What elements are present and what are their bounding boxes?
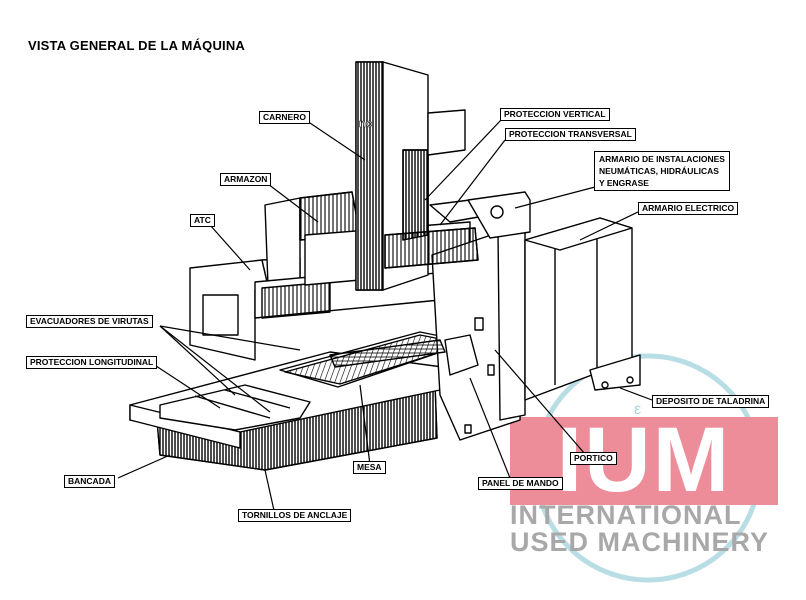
label-armazon: ARMAZON	[220, 173, 272, 186]
label-bancada: BANCADA	[64, 475, 115, 488]
watermark-line-1: INTERNATIONAL	[510, 500, 742, 530]
label-proteccion-longitudinal: PROTECCION LONGITUDINAL	[26, 356, 158, 369]
label-proteccion-vertical: PROTECCION VERTICAL	[500, 108, 610, 121]
ram-marking: nc	[359, 118, 372, 130]
watermark-epsilon-icon: ε	[634, 401, 641, 418]
label-armario-instalaciones: ARMARIO DE INSTALACIONES NEUMÁTICAS, HID…	[594, 151, 730, 191]
label-portico: PORTICO	[570, 452, 617, 465]
leader-lines	[117, 118, 653, 516]
label-armario-instalaciones-line-1: ARMARIO DE INSTALACIONES	[599, 154, 725, 164]
label-deposito: DEPOSITO DE TALADRINA	[652, 395, 770, 408]
panel-mando-shape	[444, 334, 479, 376]
label-panel-mando: PANEL DE MANDO	[478, 477, 563, 490]
armazon-shape	[264, 197, 301, 286]
label-carnero: CARNERO	[259, 111, 310, 124]
label-mesa: MESA	[353, 461, 386, 474]
label-armario-instalaciones-line-3: Y ENGRASE	[599, 178, 649, 188]
label-proteccion-transversal: PROTECCION TRANSVERSAL	[505, 128, 636, 141]
label-armario-electrico: ARMARIO ELECTRICO	[638, 202, 739, 215]
label-atc: ATC	[190, 214, 215, 227]
label-evacuadores: EVACUADORES DE VIRUTAS	[26, 315, 153, 328]
page-title: VISTA GENERAL DE LA MÁQUINA	[28, 38, 246, 53]
label-armario-instalaciones-line-2: NEUMÁTICAS, HIDRÁULICAS	[599, 166, 719, 176]
watermark-band	[510, 417, 778, 505]
label-tornillos: TORNILLOS DE ANCLAJE	[238, 509, 352, 522]
watermark-line-2: USED MACHINERY	[510, 527, 770, 557]
